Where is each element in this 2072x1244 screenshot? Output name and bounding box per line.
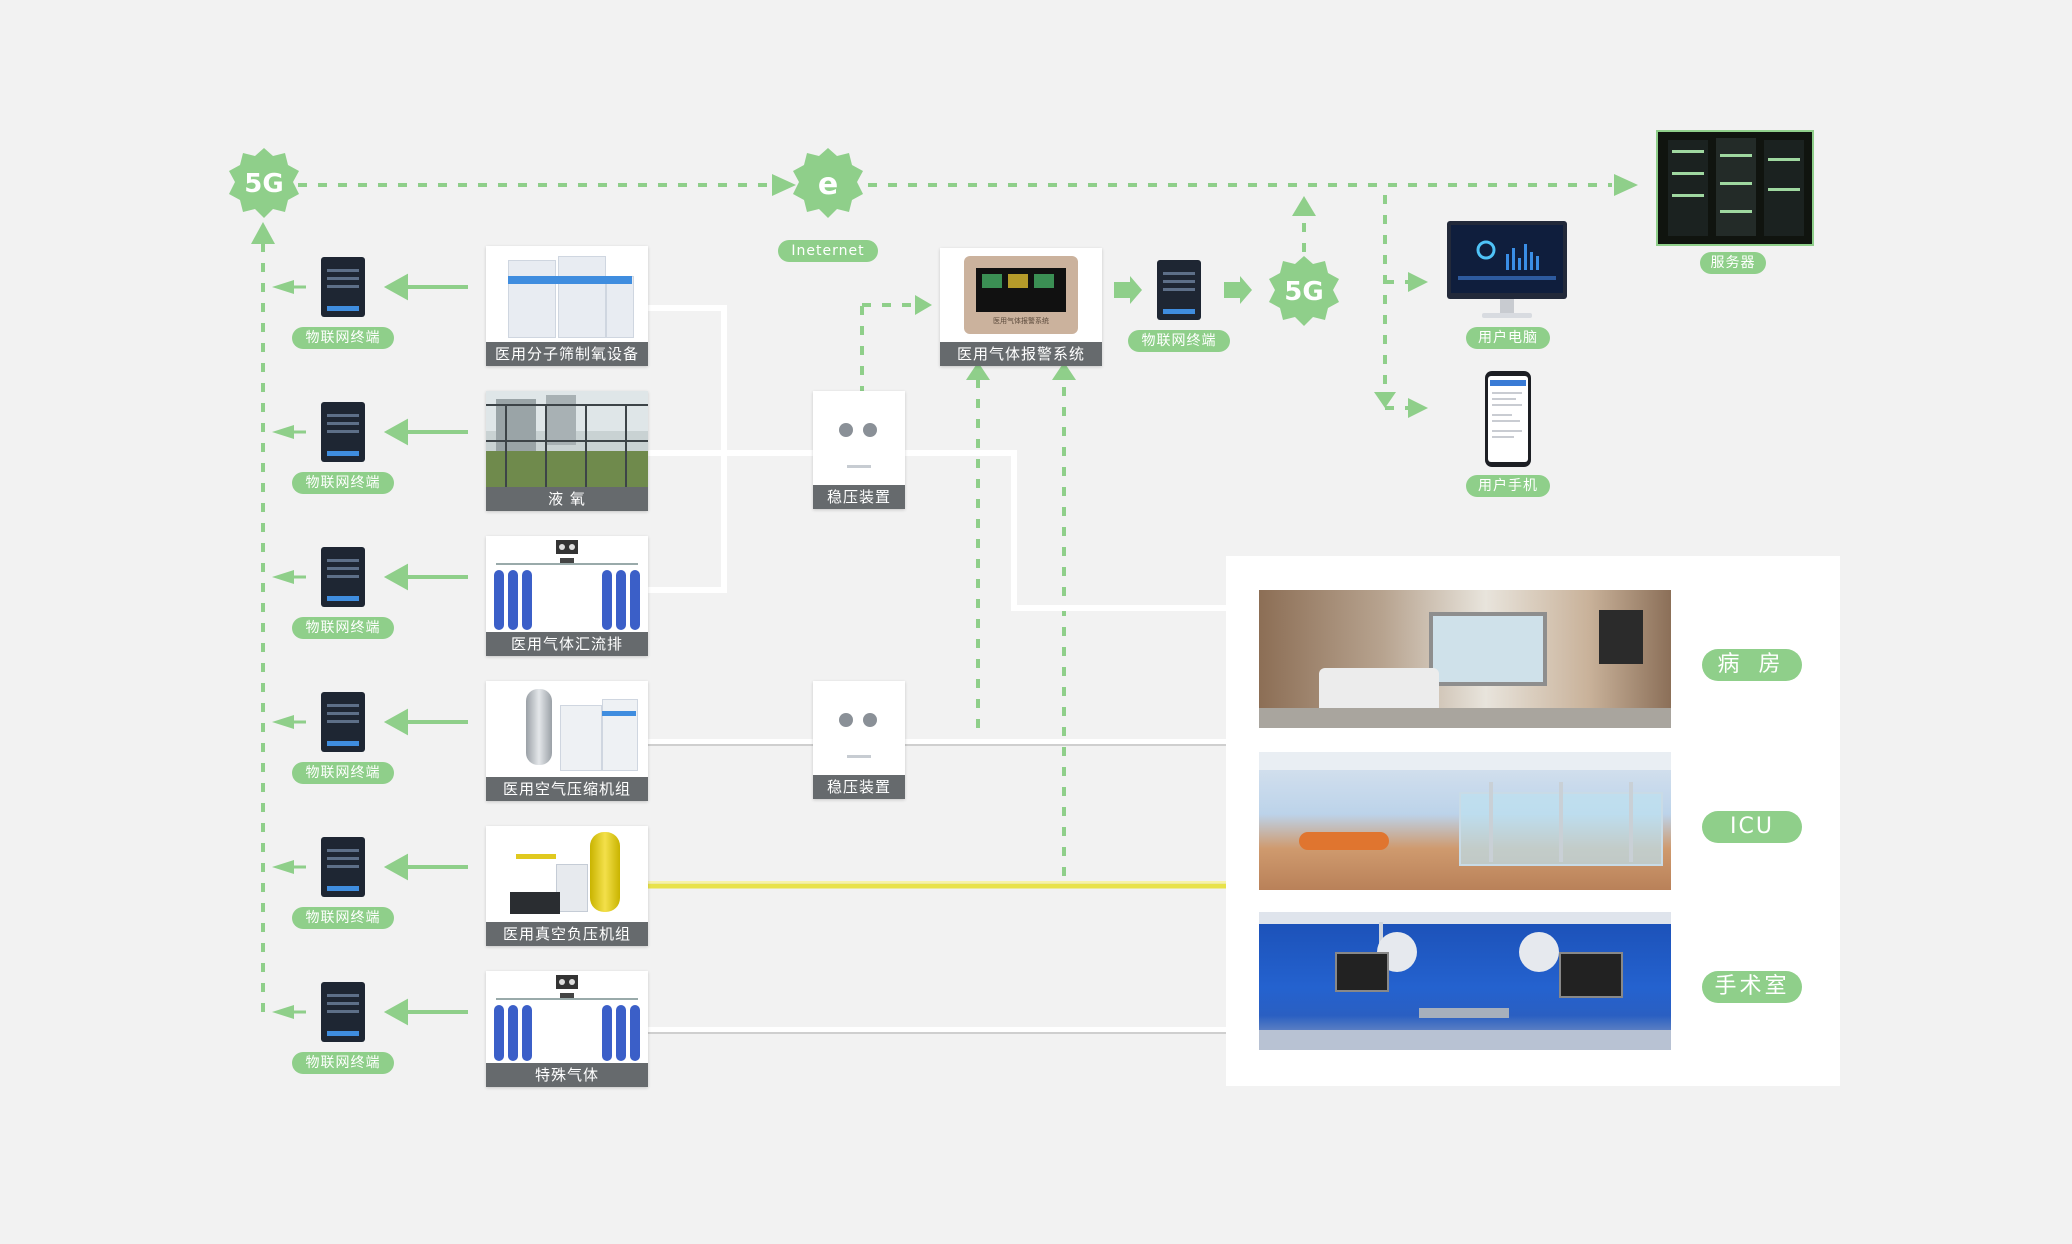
server-label: 服务器: [1700, 252, 1766, 274]
oxygen-sieve-image: [486, 246, 648, 342]
terminal-label-5: 物联网终端: [292, 907, 394, 929]
internet-badge: e: [790, 146, 866, 222]
source-card-gas-manifold: 医用气体汇流排: [486, 536, 648, 656]
5g-badge-mid: 5G: [1266, 254, 1342, 330]
iot-terminal-6: [321, 982, 365, 1042]
icu-image: [1259, 752, 1671, 890]
alarm-panel-screen-text: 医用气体报警系统: [993, 317, 1049, 325]
special-gas-image: [486, 971, 648, 1063]
source-caption: 医用空气压缩机组: [486, 777, 648, 801]
iot-terminal-alarm: [1157, 260, 1201, 320]
regulator-box-image: [813, 681, 905, 775]
pressure-regulator-2: 稳压装置: [813, 681, 905, 799]
iot-terminal-1: [321, 257, 365, 317]
regulator-caption: 稳压装置: [813, 775, 905, 799]
terminal-label-4: 物联网终端: [292, 762, 394, 784]
source-caption: 液 氧: [486, 487, 648, 511]
operating-room-image: [1259, 912, 1671, 1050]
source-caption: 医用气体汇流排: [486, 632, 648, 656]
regulator-box-image: [813, 391, 905, 485]
source-card-oxygen-sieve: 医用分子筛制氧设备: [486, 246, 648, 366]
rooms-panel: 病 房 ICU 手术室: [1226, 556, 1840, 1086]
source-card-special-gas: 特殊气体: [486, 971, 648, 1087]
pressure-regulator-1: 稳压装置: [813, 391, 905, 509]
terminal-label-2: 物联网终端: [292, 472, 394, 494]
room-label-icu: ICU: [1702, 811, 1802, 843]
room-label-ward: 病 房: [1702, 649, 1802, 681]
ward-image: [1259, 590, 1671, 728]
alarm-system-card: 医用气体报警系统 医用气体报警系统: [940, 248, 1102, 366]
source-caption: 特殊气体: [486, 1063, 648, 1087]
iot-terminal-3: [321, 547, 365, 607]
server-rack-image: [1656, 130, 1814, 246]
room-label-operating: 手术室: [1702, 971, 1802, 1003]
user-phone-image: [1484, 370, 1532, 468]
air-compressor-image: [486, 681, 648, 777]
regulator-caption: 稳压装置: [813, 485, 905, 509]
source-caption: 医用分子筛制氧设备: [486, 342, 648, 366]
user-pc-image: [1446, 220, 1568, 324]
source-card-liquid-oxygen: 液 氧: [486, 391, 648, 511]
source-card-vacuum: 医用真空负压机组: [486, 826, 648, 946]
terminal-label-1: 物联网终端: [292, 327, 394, 349]
5g-badge-left: 5G: [226, 146, 302, 222]
liquid-oxygen-image: [486, 391, 648, 487]
gas-manifold-image: [486, 536, 648, 632]
iot-terminal-2: [321, 402, 365, 462]
alarm-panel-image: 医用气体报警系统: [940, 248, 1102, 342]
iot-terminal-4: [321, 692, 365, 752]
user-pc-label: 用户电脑: [1466, 327, 1550, 349]
terminal-label-6: 物联网终端: [292, 1052, 394, 1074]
internet-label: Ineternet: [778, 240, 878, 262]
vacuum-unit-image: [486, 826, 648, 922]
terminal-label-3: 物联网终端: [292, 617, 394, 639]
iot-terminal-5: [321, 837, 365, 897]
alarm-system-caption: 医用气体报警系统: [940, 342, 1102, 366]
user-phone-label: 用户手机: [1466, 475, 1550, 497]
internet-e-icon: e: [817, 166, 839, 202]
terminal-label-alarm: 物联网终端: [1128, 330, 1230, 352]
source-caption: 医用真空负压机组: [486, 922, 648, 946]
source-card-air-compressor: 医用空气压缩机组: [486, 681, 648, 801]
